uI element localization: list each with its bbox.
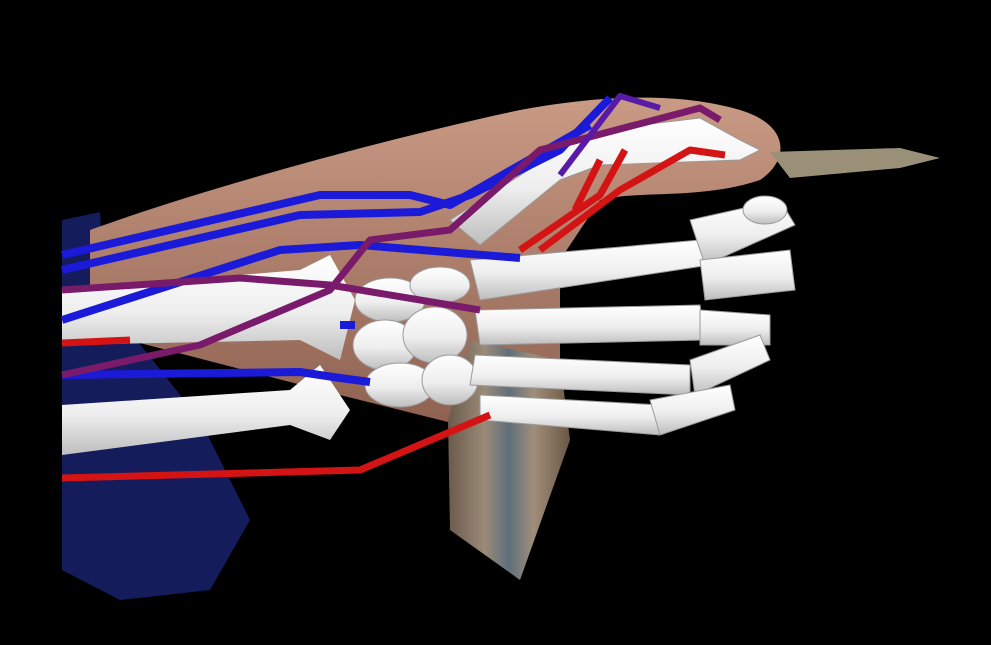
carpal-bones	[352, 266, 479, 408]
violet-tendon	[557, 93, 661, 177]
key-tool	[770, 148, 940, 178]
flexor-tendons	[61, 146, 726, 482]
mixed-tendons	[61, 104, 722, 379]
ulna-bone	[62, 365, 350, 455]
finger-phalanges	[649, 195, 796, 436]
